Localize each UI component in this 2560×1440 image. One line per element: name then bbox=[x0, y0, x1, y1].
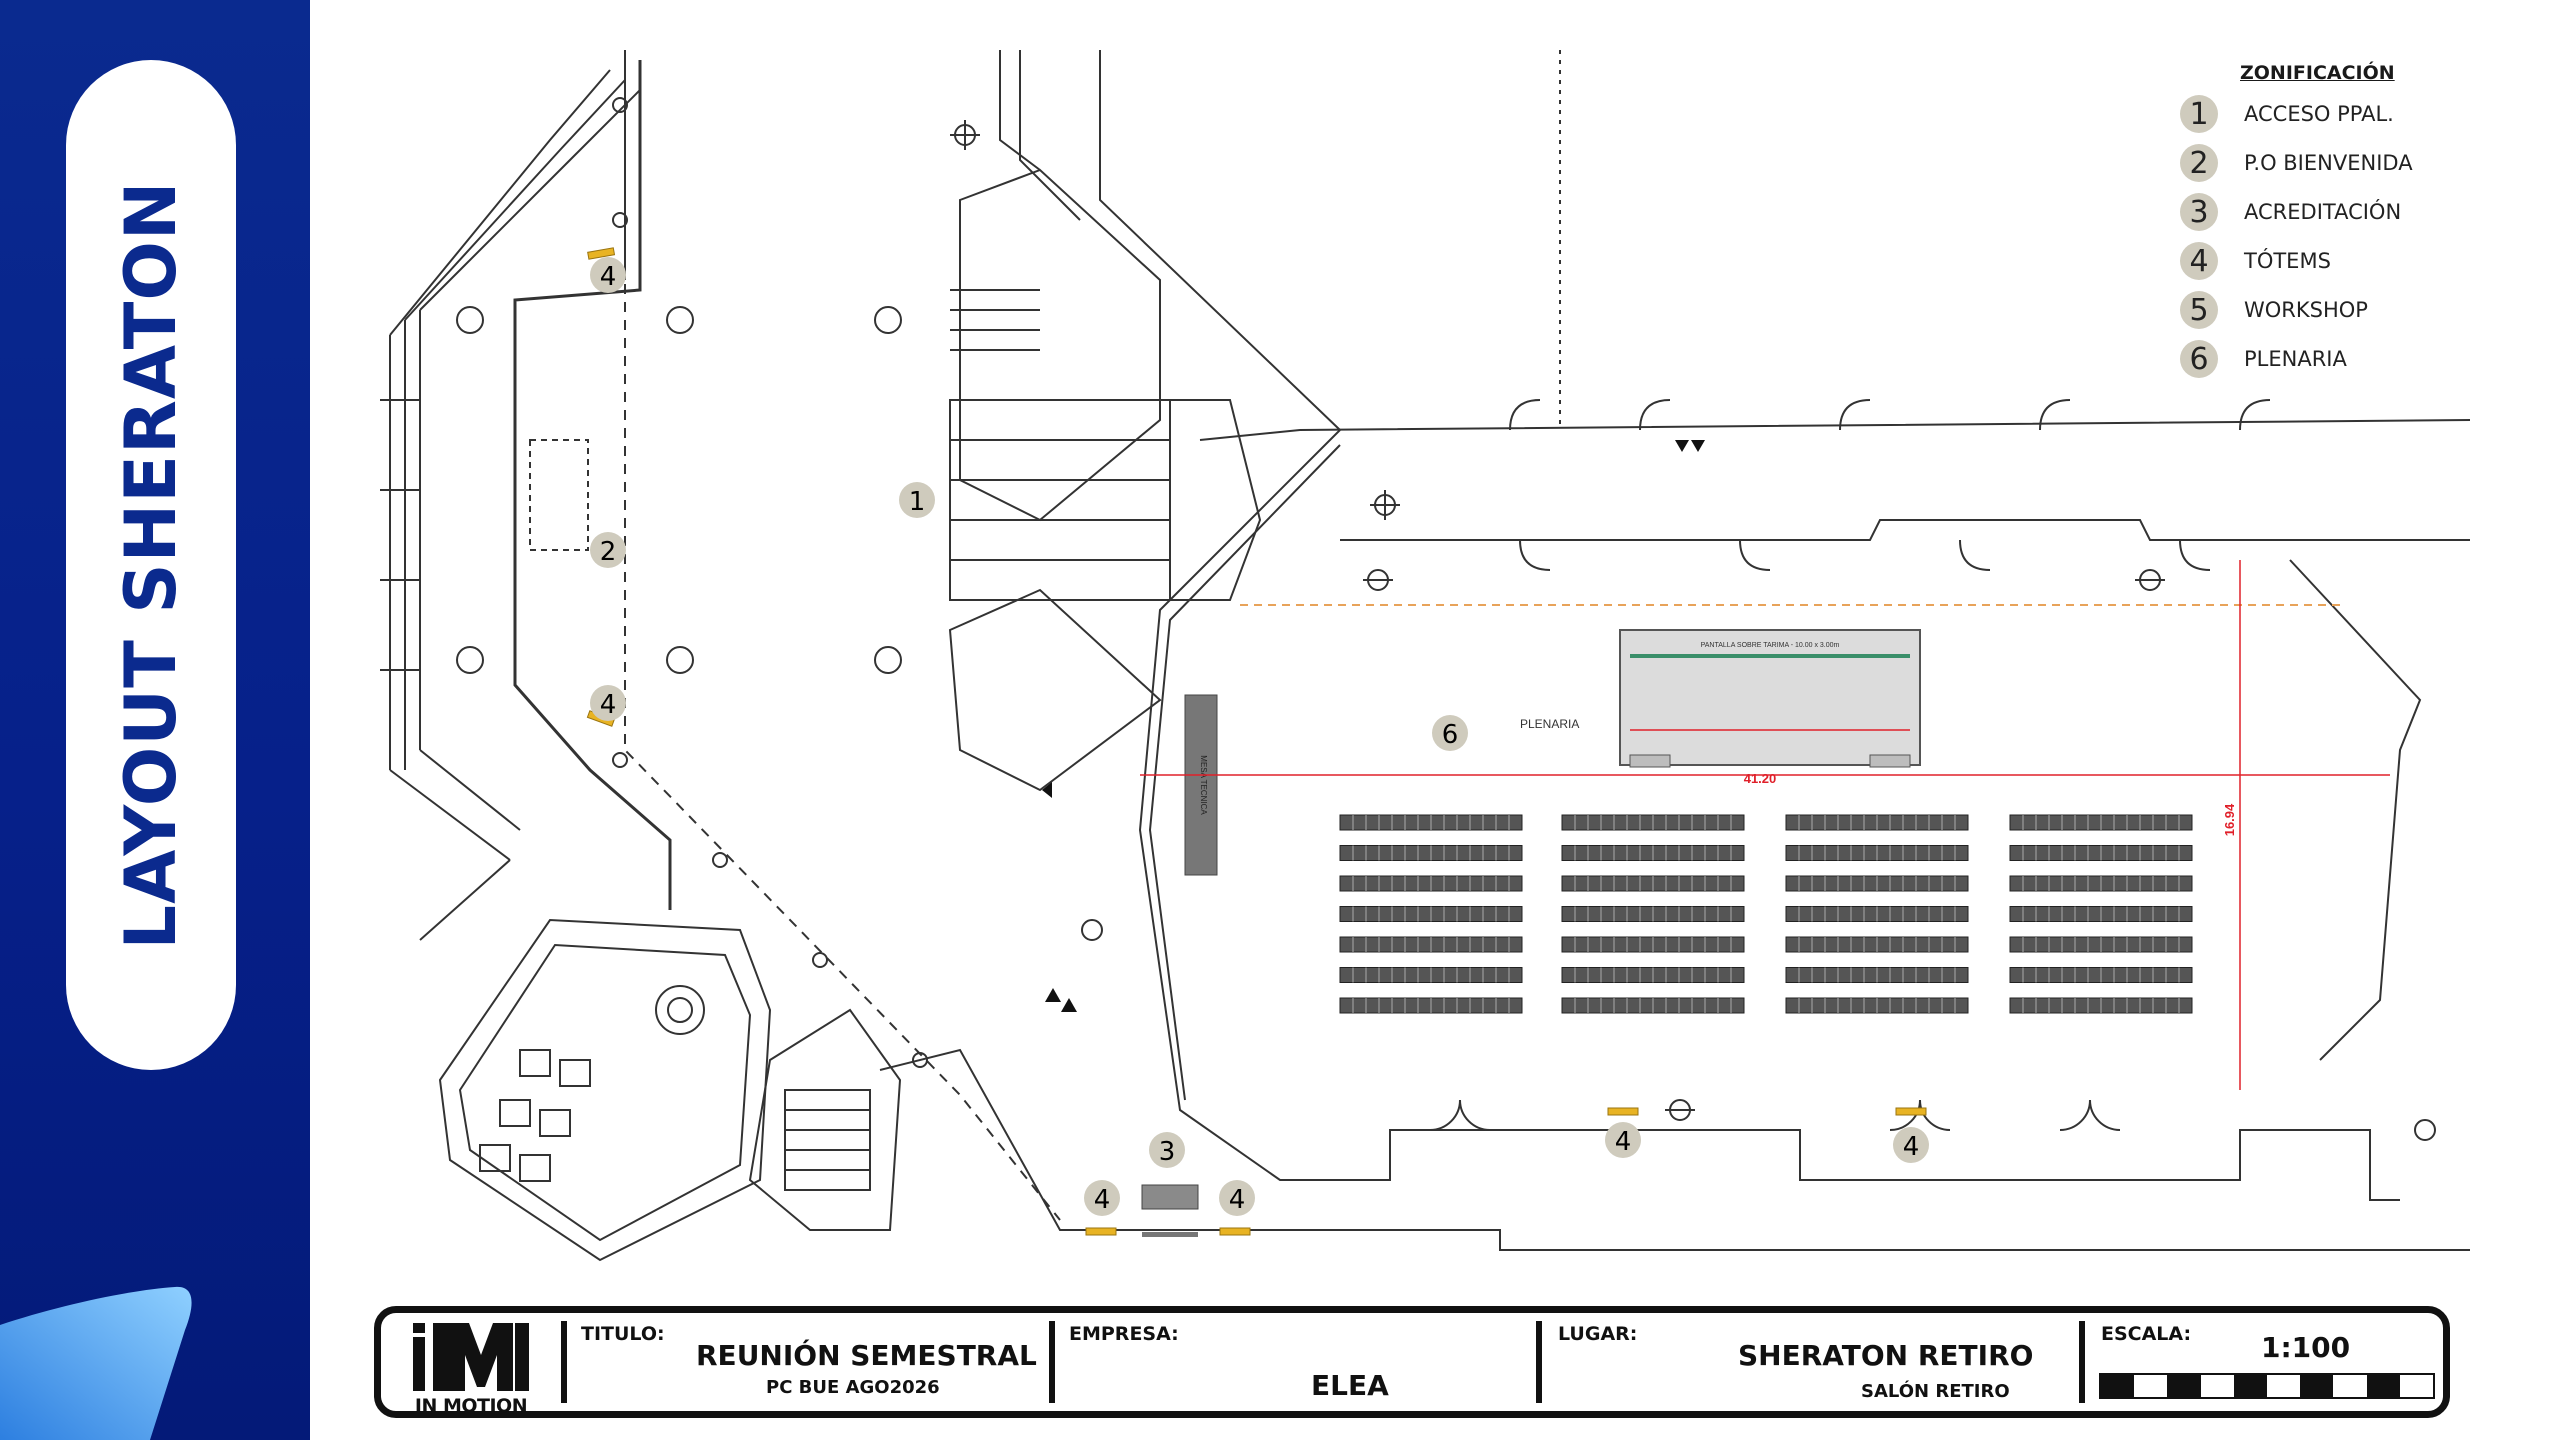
legend-label: TÓTEMS bbox=[2244, 249, 2331, 273]
legend-title: ZONIFICACIÓN bbox=[2240, 62, 2395, 84]
logo-text: IN MOTION bbox=[414, 1395, 528, 1417]
sidebar: LAYOUT SHERATON bbox=[0, 0, 310, 1440]
sidebar-title: LAYOUT SHERATON bbox=[110, 180, 192, 950]
screen-label: PANTALLA SOBRE TARIMA - 10.00 x 3.00m bbox=[1701, 642, 1840, 649]
legend-label: WORKSHOP bbox=[2244, 298, 2368, 322]
zone-marker-4d: 4 bbox=[1893, 1127, 1929, 1163]
legend-item: 6 PLENARIA bbox=[2180, 339, 2347, 379]
title-pill: LAYOUT SHERATON bbox=[66, 60, 236, 1070]
svg-text:4: 4 bbox=[1903, 1132, 1920, 1162]
legend-label: ACREDITACIÓN bbox=[2244, 200, 2402, 224]
legend-badge: 6 bbox=[2180, 340, 2218, 378]
room-width-dimension: 41.20 bbox=[1744, 771, 1777, 786]
title-block-divider bbox=[1536, 1321, 1542, 1403]
zone-marker-4c: 4 bbox=[1605, 1122, 1641, 1158]
legend-label: P.O BIENVENIDA bbox=[2244, 151, 2413, 175]
legend-badge: 2 bbox=[2180, 144, 2218, 182]
empresa-label: EMPRESA: bbox=[1069, 1323, 1179, 1345]
svg-text:4: 4 bbox=[1094, 1185, 1111, 1215]
title-block: IN MOTION TITULO: REUNIÓN SEMESTRAL PC B… bbox=[374, 1306, 2450, 1418]
legend-label: PLENARIA bbox=[2244, 347, 2347, 371]
legend-label: ACCESO PPAL. bbox=[2244, 102, 2394, 126]
titulo-sub: PC BUE AGO2026 bbox=[766, 1377, 940, 1398]
zone-marker-4f: 4 bbox=[1219, 1180, 1255, 1216]
zone-marker-6: 6 bbox=[1432, 715, 1468, 751]
legend-item: 5 WORKSHOP bbox=[2180, 290, 2368, 330]
zoning-legend: ZONIFICACIÓN 1 ACCESO PPAL. 2 P.O BIENVE… bbox=[2180, 60, 2510, 390]
zone-marker-3: 3 bbox=[1149, 1132, 1185, 1168]
svg-text:4: 4 bbox=[1229, 1185, 1246, 1215]
accreditation-desk bbox=[1141, 1184, 1199, 1210]
legend-badge: 5 bbox=[2180, 291, 2218, 329]
title-block-divider bbox=[1049, 1321, 1055, 1403]
svg-text:4: 4 bbox=[1615, 1127, 1632, 1157]
titulo-label: TITULO: bbox=[581, 1323, 665, 1345]
legend-badge: 1 bbox=[2180, 95, 2218, 133]
legend-badge: 3 bbox=[2180, 193, 2218, 231]
legend-item: 3 ACREDITACIÓN bbox=[2180, 192, 2401, 232]
seating-area bbox=[1339, 814, 2193, 1014]
zone-marker-2: 2 bbox=[590, 532, 626, 568]
svg-text:4: 4 bbox=[600, 690, 617, 720]
in-motion-logo: IN MOTION bbox=[411, 1321, 531, 1417]
legend-item: 1 ACCESO PPAL. bbox=[2180, 94, 2394, 134]
brand-swoosh-icon bbox=[0, 1286, 192, 1440]
zone-marker-4a: 4 bbox=[590, 257, 626, 293]
room-depth-dimension: 16.94 bbox=[2222, 803, 2237, 836]
svg-text:3: 3 bbox=[1159, 1137, 1176, 1167]
zone-marker-4b: 4 bbox=[590, 685, 626, 721]
empresa-value: ELEA bbox=[1311, 1369, 1389, 1402]
svg-text:6: 6 bbox=[1442, 720, 1459, 750]
escala-value: 1:100 bbox=[2261, 1331, 2351, 1364]
side-table-label: MESA TECNICA bbox=[1199, 755, 1208, 815]
zone-marker-4e: 4 bbox=[1084, 1180, 1120, 1216]
escala-label: ESCALA: bbox=[2101, 1323, 2192, 1345]
svg-text:4: 4 bbox=[600, 262, 617, 292]
title-block-divider bbox=[2079, 1321, 2085, 1403]
plenaria-label: PLENARIA bbox=[1520, 717, 1579, 731]
title-block-divider bbox=[561, 1321, 567, 1403]
legend-badge: 4 bbox=[2180, 242, 2218, 280]
legend-item: 4 TÓTEMS bbox=[2180, 241, 2331, 281]
zone-marker-1: 1 bbox=[899, 482, 935, 518]
legend-item: 2 P.O BIENVENIDA bbox=[2180, 143, 2413, 183]
titulo-value: REUNIÓN SEMESTRAL bbox=[696, 1339, 1037, 1372]
svg-text:2: 2 bbox=[600, 537, 617, 567]
lugar-value: SHERATON RETIRO bbox=[1738, 1339, 2034, 1372]
scale-bar bbox=[2099, 1373, 2435, 1399]
lugar-sub: SALÓN RETIRO bbox=[1861, 1381, 2010, 1402]
svg-text:1: 1 bbox=[909, 487, 926, 517]
lugar-label: LUGAR: bbox=[1558, 1323, 1638, 1345]
floor-plan: PANTALLA SOBRE TARIMA - 10.00 x 3.00m PL… bbox=[380, 50, 2470, 1262]
logo-mark-icon bbox=[413, 1323, 529, 1391]
